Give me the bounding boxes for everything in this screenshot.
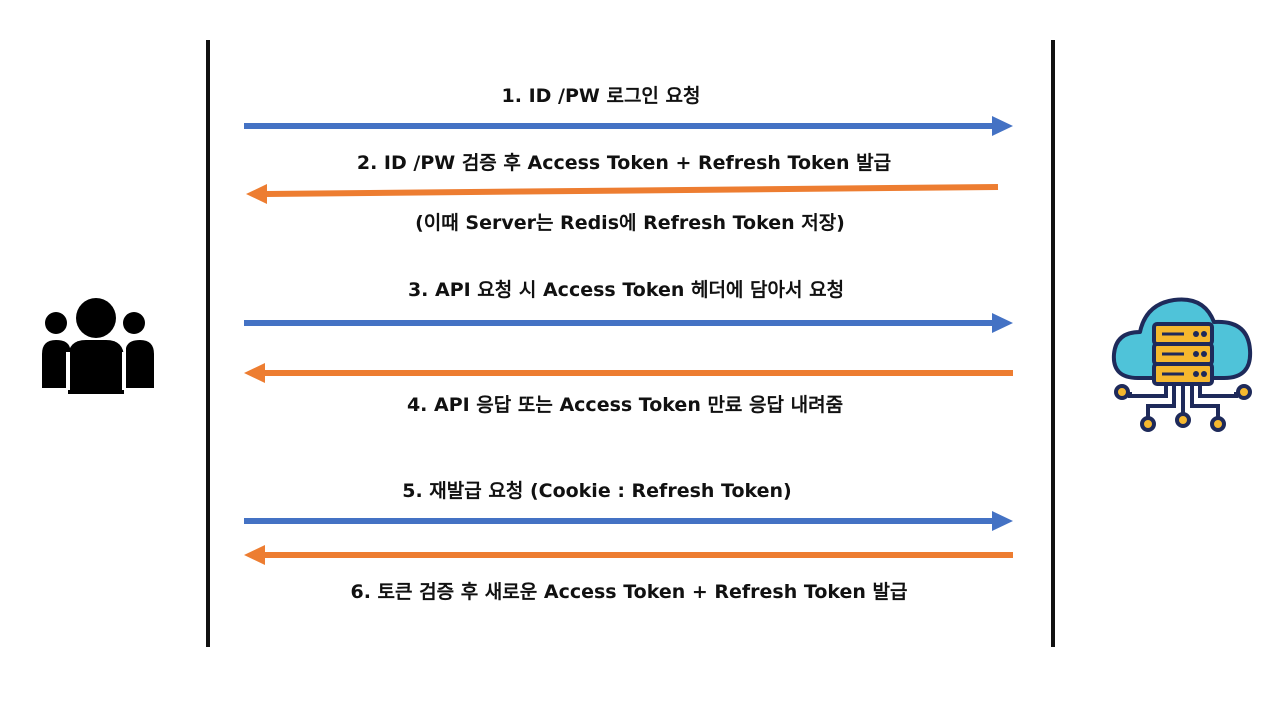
cloud-server-icon (1111, 297, 1253, 432)
step-2-note-label: (이때 Server는 Redis에 Refresh Token 저장) (415, 212, 845, 234)
arrow-step-2 (246, 184, 999, 204)
arrow-step-3 (244, 313, 1013, 333)
server-lifeline (1051, 40, 1055, 647)
step-1-label: 1. ID /PW 로그인 요청 (501, 85, 701, 107)
arrow-step-5 (244, 511, 1013, 531)
step-6-label: 6. 토큰 검증 후 새로운 Access Token + Refresh To… (350, 581, 908, 603)
step-2-label: 2. ID /PW 검증 후 Access Token + Refresh To… (356, 152, 892, 174)
arrow-step-6 (244, 545, 1013, 565)
users-icon (42, 298, 154, 394)
step-4-label: 4. API 응답 또는 Access Token 만료 응답 내려줌 (406, 394, 844, 416)
step-3-label: 3. API 요청 시 Access Token 헤더에 담아서 요청 (407, 279, 845, 301)
arrow-step-1 (244, 116, 1013, 136)
client-lifeline (206, 40, 210, 647)
arrow-step-4 (244, 363, 1013, 383)
step-5-label: 5. 재발급 요청 (Cookie : Refresh Token) (402, 480, 792, 502)
